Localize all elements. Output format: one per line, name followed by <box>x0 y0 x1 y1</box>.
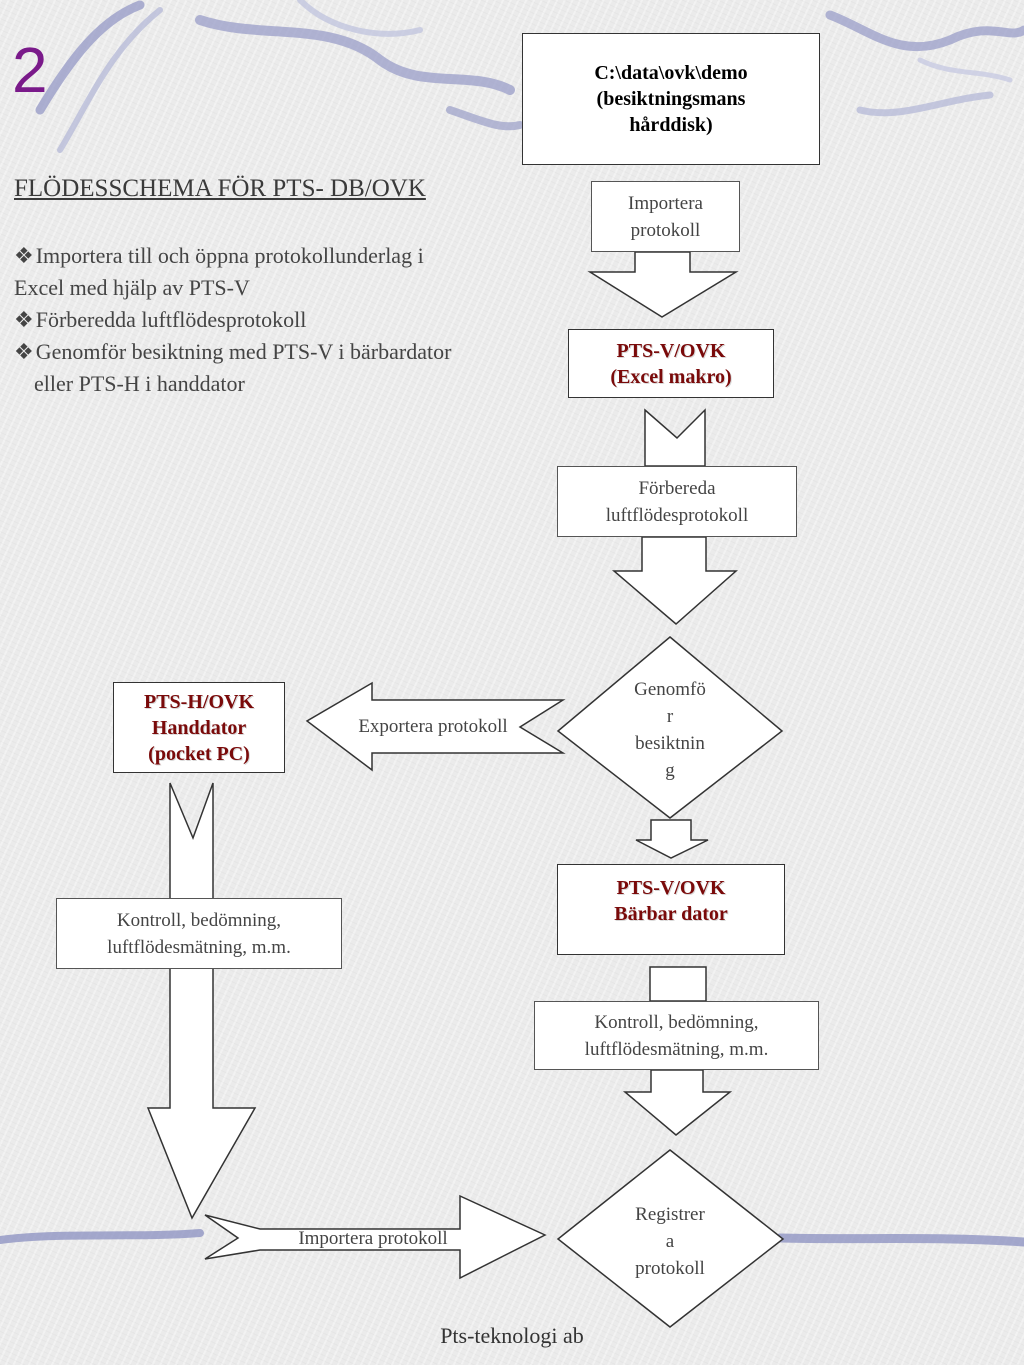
pts-h-box: PTS-H/OVK Handdator (pocket PC) <box>113 682 285 773</box>
arrow-down-1 <box>587 251 739 318</box>
import-protocol-label: Importera protokoll <box>298 1228 448 1249</box>
arrow-down-left-long <box>146 782 257 1220</box>
arrow-down-5 <box>649 966 707 1002</box>
arrow-import-right <box>204 1194 547 1280</box>
diamond-bullet-icon: ❖ <box>14 339 34 364</box>
slide-number: 2 <box>12 34 48 106</box>
bullet-item: ❖Förberedda luftflödesprotokoll <box>14 307 307 332</box>
import-step-box: Importera protokoll <box>591 181 740 252</box>
decision-diamond-register <box>556 1149 785 1328</box>
pts-v-laptop-box: PTS-V/OVK Bärbar dator <box>557 864 785 955</box>
footer-company: Pts-teknologi ab <box>440 1323 584 1348</box>
arrow-down-3 <box>611 536 738 625</box>
check-box-right: Kontroll, bedömning, luftflödesmätning, … <box>534 1001 819 1070</box>
decorative-ribbons <box>0 0 1024 1247</box>
check-box-left: Kontroll, bedömning, luftflödesmätning, … <box>56 898 342 969</box>
diamond-bullet-icon: ❖ <box>14 307 34 332</box>
arrow-down-4 <box>635 819 709 859</box>
disk-box: C:\data\ovk\demo (besiktningsmans hårddi… <box>522 33 820 165</box>
arrow-down-2 <box>644 408 706 467</box>
arrow-down-6 <box>622 1069 733 1136</box>
perform-inspection-label: Genomfö r besiktnin g <box>634 679 706 781</box>
pts-v-excel-box: PTS-V/OVK (Excel makro) <box>568 329 774 398</box>
decision-diamond-perform <box>556 636 784 819</box>
bullet-item: ❖Genomför besiktning med PTS-V i bärbard… <box>14 339 452 396</box>
bullet-list: ❖Importera till och öppna protokollunder… <box>14 240 554 400</box>
register-protocol-label: Registrer a protokoll <box>635 1204 705 1279</box>
prepare-box: Förbereda luftflödesprotokoll <box>557 466 797 537</box>
bullet-item: ❖Importera till och öppna protokollunder… <box>14 243 424 300</box>
export-protocol-label: Exportera protokoll <box>358 716 508 737</box>
page-title: FLÖDESSCHEMA FÖR PTS- DB/OVK <box>14 175 426 202</box>
diamond-bullet-icon: ❖ <box>14 243 34 268</box>
arrow-export-left <box>305 681 566 772</box>
